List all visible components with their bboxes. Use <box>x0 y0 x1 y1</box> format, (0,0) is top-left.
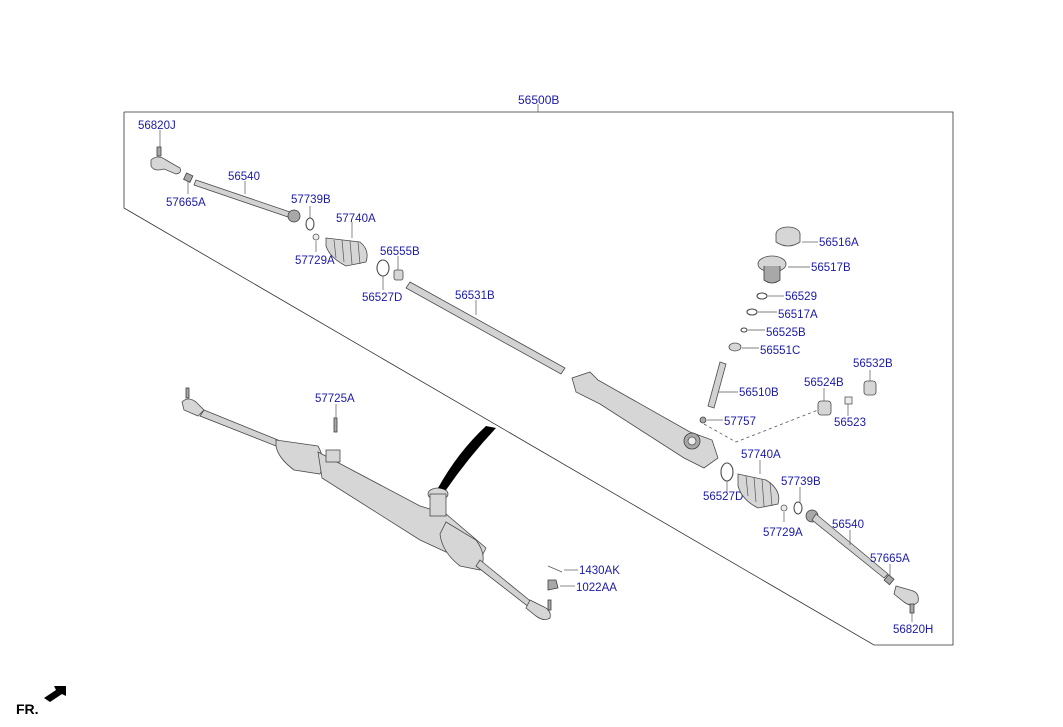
tie-rod-left-part <box>193 179 301 223</box>
assembly-label[interactable]: 56500B <box>518 93 559 107</box>
gear-housing-part <box>571 371 719 469</box>
callout-band-left[interactable]: 57739B <box>291 194 331 206</box>
yoke-plug-part <box>757 255 787 284</box>
direction-label: FR. <box>16 701 39 717</box>
callout-snap-ring[interactable]: 56529 <box>785 291 817 303</box>
callout-seal-ring[interactable]: 56517A <box>778 309 818 321</box>
callout-clip-left[interactable]: 57729A <box>295 255 335 267</box>
callout-bushing-left[interactable]: 56555B <box>380 246 420 258</box>
callout-bushing[interactable]: 56524B <box>804 377 844 389</box>
callout-spring[interactable]: 56525B <box>766 327 806 339</box>
nut-mount-part <box>547 579 559 591</box>
bushing-part <box>817 400 832 416</box>
pinion-part <box>707 361 727 409</box>
spring-part <box>740 327 748 333</box>
callout-plug[interactable]: 56516A <box>819 237 859 249</box>
callout-yoke-plug[interactable]: 56517B <box>811 262 851 274</box>
callout-tie-rod-right[interactable]: 56540 <box>832 519 864 531</box>
boot-right-part <box>737 473 780 509</box>
clip-left-part <box>312 233 320 241</box>
tie-rod-end-left-part <box>150 146 181 175</box>
boot-left-part <box>325 237 368 267</box>
clip-right-part <box>780 504 788 512</box>
nut-part <box>699 416 707 424</box>
pointer-wedge <box>438 426 496 490</box>
callout-oring-left[interactable]: 56527D <box>362 292 402 304</box>
dashed-leader <box>703 409 819 443</box>
tie-rod-end-right-part <box>893 585 919 614</box>
assembled-steering-gear <box>181 387 552 620</box>
callout-clip-right[interactable]: 57729A <box>763 527 803 539</box>
callout-bolt-top[interactable]: 57725A <box>315 393 355 405</box>
callout-tie-rod-left[interactable]: 56540 <box>228 171 260 183</box>
tie-rod-right-part <box>805 509 889 579</box>
callout-boot-left[interactable]: 57740A <box>336 213 376 225</box>
callout-jam-nut-right[interactable]: 57665A <box>870 553 910 565</box>
callout-tie-rod-end-right[interactable]: 56820H <box>893 624 933 636</box>
seal-ring-part <box>746 308 758 316</box>
snap-ring-part <box>756 292 768 300</box>
band-left-part <box>305 217 315 231</box>
oring-left-part <box>376 259 390 277</box>
callout-jam-nut-left[interactable]: 57665A <box>166 197 206 209</box>
jam-nut-left-part <box>183 172 194 183</box>
callout-nut-mount[interactable]: 1022AA <box>576 582 617 594</box>
bolt-mount-part <box>547 565 563 573</box>
callout-boot-right[interactable]: 57740A <box>741 449 781 461</box>
front-arrow-icon <box>44 686 66 702</box>
band-right-part <box>793 501 803 515</box>
oring-right-part <box>720 462 734 482</box>
callout-bushing-insert[interactable]: 56523 <box>834 417 866 429</box>
bushing-left-part <box>393 269 404 281</box>
callout-rack-bar[interactable]: 56531B <box>455 290 495 302</box>
yoke-seal-part <box>728 342 742 352</box>
callout-yoke-seal[interactable]: 56551C <box>760 345 800 357</box>
callout-cap[interactable]: 56532B <box>853 358 893 370</box>
jam-nut-right-part <box>883 574 895 586</box>
callout-tie-rod-end-left[interactable]: 56820J <box>138 120 176 132</box>
callout-oring-right[interactable]: 56527D <box>703 491 743 503</box>
callout-pinion[interactable]: 56510B <box>739 387 779 399</box>
bushing-insert-part <box>844 396 853 405</box>
rack-bar-part <box>405 281 566 375</box>
plug-part <box>775 226 801 247</box>
callout-bolt-mount[interactable]: 1430AK <box>579 565 620 577</box>
callout-band-right[interactable]: 57739B <box>781 476 821 488</box>
assembly-frame <box>123 111 954 646</box>
callout-nut[interactable]: 57757 <box>724 416 756 428</box>
cap-part <box>863 380 877 396</box>
